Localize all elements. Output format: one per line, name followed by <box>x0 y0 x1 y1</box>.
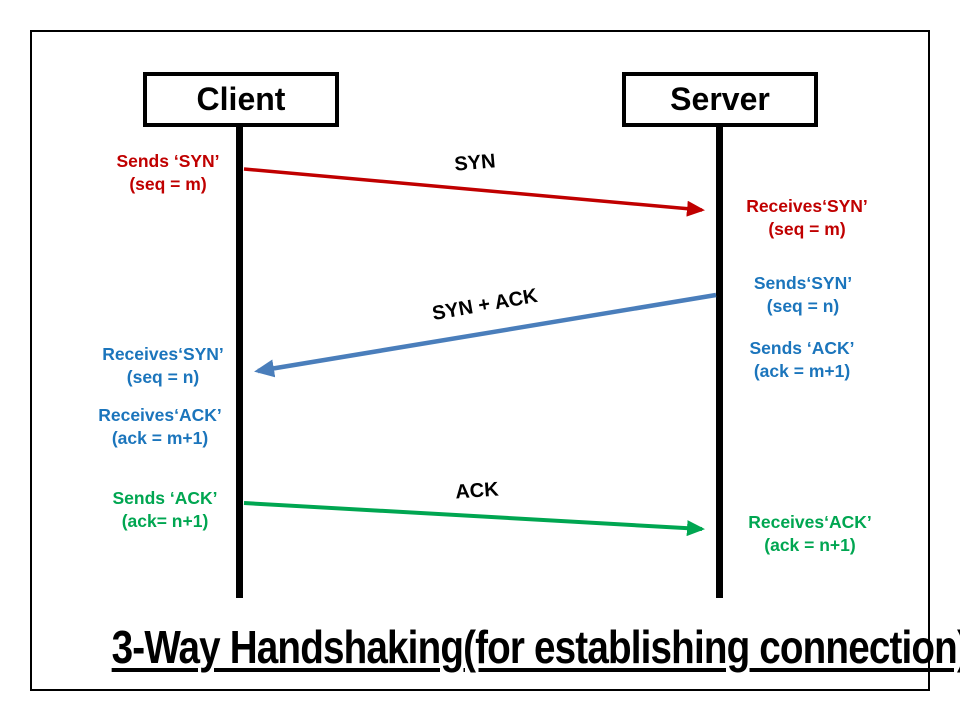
server-receives-ack-note: Receives‘ACK’ (ack = n+1) <box>725 511 895 556</box>
note-line: Receives‘SYN’ <box>102 344 224 364</box>
note-line: (ack= n+1) <box>121 510 209 531</box>
note-line: Sends ‘ACK’ <box>749 338 855 358</box>
note-line: Receives‘ACK’ <box>748 512 872 532</box>
note-line: (seq = n) <box>766 295 840 316</box>
client-receives-syn-note: Receives‘SYN’ (seq = n) <box>78 343 248 388</box>
note-line: (seq = m) <box>768 218 846 239</box>
note-line: Sends ‘ACK’ <box>112 488 218 508</box>
note-line: (ack = m+1) <box>753 360 851 381</box>
note-line: (seq = m) <box>129 173 207 194</box>
syn-arrow <box>243 167 705 217</box>
syn-ack-arrow <box>254 292 717 378</box>
server-receives-syn-note: Receives‘SYN’ (seq = m) <box>722 195 892 240</box>
note-line: Sends‘SYN’ <box>753 273 853 293</box>
note-line: (seq = n) <box>126 366 200 387</box>
server-sends-ack-note: Sends ‘ACK’ (ack = m+1) <box>717 337 887 382</box>
slide-border-frame <box>30 30 930 691</box>
server-lifeline <box>716 127 723 598</box>
client-sends-syn-note: Sends ‘SYN’ (seq = m) <box>83 150 253 195</box>
ack-arrow <box>243 501 705 537</box>
client-actor-box: Client <box>143 72 339 127</box>
client-sends-ack-note: Sends ‘ACK’ (ack= n+1) <box>80 487 250 532</box>
diagram-title-bar: 3-Way Handshaking(for establishing conne… <box>30 620 960 674</box>
server-sends-syn-note: Sends‘SYN’ (seq = n) <box>718 272 888 317</box>
note-line: Receives‘SYN’ <box>746 196 868 216</box>
server-actor-label: Server <box>670 81 770 117</box>
diagram-title: 3-Way Handshaking(for establishing conne… <box>111 621 960 673</box>
note-line: (ack = n+1) <box>764 534 856 555</box>
note-line: Receives‘ACK’ <box>98 405 222 425</box>
server-actor-box: Server <box>622 72 818 127</box>
note-line: Sends ‘SYN’ <box>116 151 220 171</box>
client-actor-label: Client <box>196 81 286 117</box>
client-receives-ack-note: Receives‘ACK’ (ack = m+1) <box>75 404 245 449</box>
client-lifeline <box>236 127 243 598</box>
note-line: (ack = m+1) <box>111 427 209 448</box>
